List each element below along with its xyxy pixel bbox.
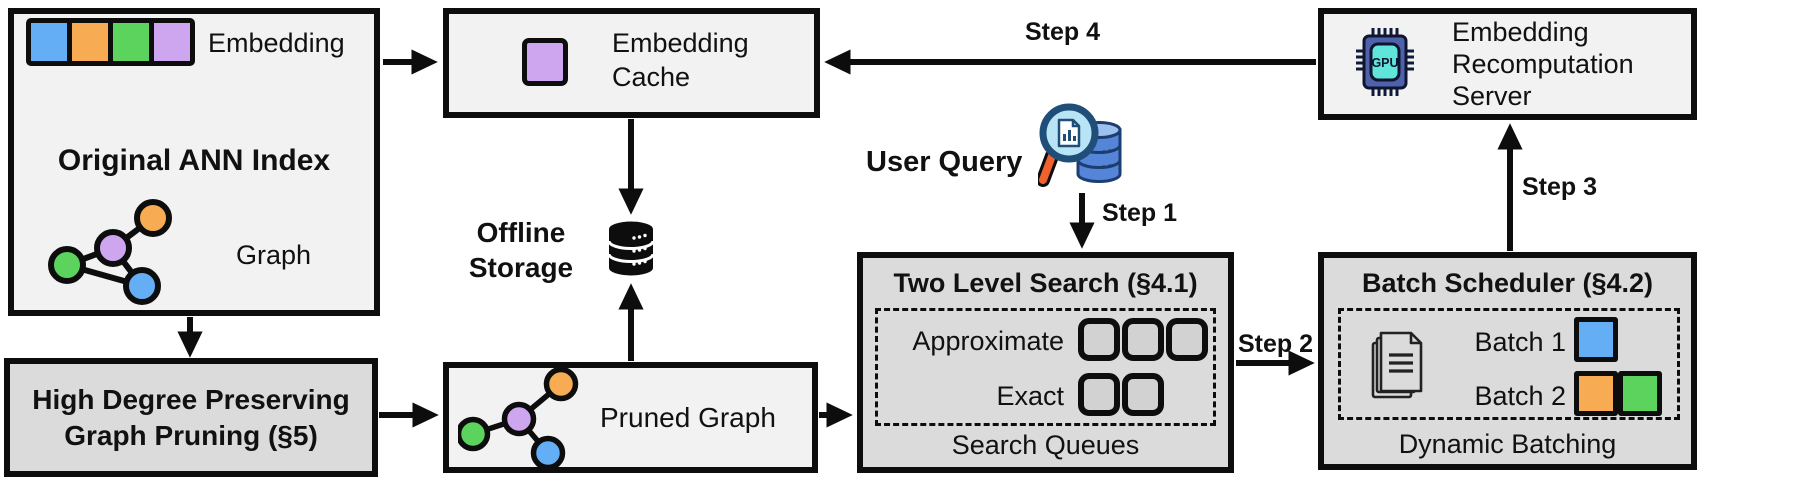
original-ann-index-title: Original ANN Index (57, 144, 331, 177)
pruned-graph-icon (458, 368, 579, 467)
batch-scheduler-box: Batch Scheduler (§4.2) Batch 1 Batch 2 (1318, 252, 1697, 470)
exact-queue-squares (1078, 373, 1164, 416)
color-cell (1122, 373, 1164, 416)
color-cell (154, 23, 190, 61)
exact-queue-label: Exact (996, 381, 1064, 411)
gpu-chip-text: GPU (1371, 56, 1398, 70)
color-cell (1078, 373, 1120, 416)
query-documents-icon (1371, 331, 1423, 399)
two-level-search-title: Two Level Search (§4.1) (893, 268, 1198, 298)
dynamic-batching-caption: Dynamic Batching (1398, 429, 1617, 459)
batch2-squares (1574, 371, 1662, 416)
batch2-label: Batch 2 (1474, 381, 1566, 411)
color-cell (113, 23, 149, 61)
batch1-label: Batch 1 (1474, 327, 1566, 357)
graph-pruning-box: High Degree Preserving Graph Pruning (§5… (4, 358, 378, 477)
search-queues-caption: Search Queues (951, 430, 1140, 460)
original-ann-index-box: Embedding Original ANN Index Graph (8, 8, 380, 316)
offline-storage-label: Offline Storage (468, 217, 574, 283)
color-cell (1618, 371, 1662, 416)
cached-embedding-icon (522, 38, 568, 86)
color-cell (1574, 317, 1618, 362)
recomputation-server-label: Embedding Recomputation Server (1452, 17, 1634, 111)
color-cell (72, 23, 108, 61)
batch1-squares (1574, 317, 1618, 362)
embedding-label: Embedding (208, 28, 345, 58)
graph-pruning-label: High Degree Preserving Graph Pruning (§5… (32, 383, 350, 451)
user-query-icon (1038, 103, 1122, 187)
color-cell (1574, 371, 1618, 416)
embedding-cache-label: Embedding Cache (612, 28, 749, 92)
pruned-graph-box: Pruned Graph (443, 362, 818, 473)
step3-label: Step 3 (1522, 173, 1598, 201)
color-cell (1122, 318, 1164, 361)
approximate-queue-label: Approximate (912, 326, 1064, 356)
gpu-chip-icon: GPU (1356, 28, 1414, 96)
approximate-queue-squares (1078, 318, 1208, 361)
dynamic-batching-panel: Batch 1 Batch 2 (1338, 308, 1680, 420)
color-cell (1078, 318, 1120, 361)
graph-icon (48, 199, 172, 305)
recomputation-server-box: GPU Embedding Recomputation Server (1318, 8, 1697, 120)
color-cell (31, 23, 67, 61)
batch-scheduler-title: Batch Scheduler (§4.2) (1361, 268, 1654, 298)
graph-label: Graph (236, 240, 312, 270)
embedding-vector-icon (26, 18, 195, 66)
step4-label: Step 4 (1025, 18, 1101, 46)
offline-storage-database-icon (607, 221, 655, 276)
search-queues-panel: Approximate Exact (875, 308, 1216, 426)
step1-label: Step 1 (1102, 199, 1178, 227)
step2-label: Step 2 (1238, 330, 1314, 358)
user-query-label: User Query (866, 146, 1023, 178)
color-cell (1166, 318, 1208, 361)
two-level-search-box: Two Level Search (§4.1) Approximate Exac… (857, 252, 1234, 473)
embedding-cache-box: Embedding Cache (443, 8, 820, 118)
pruned-graph-label: Pruned Graph (600, 402, 776, 433)
